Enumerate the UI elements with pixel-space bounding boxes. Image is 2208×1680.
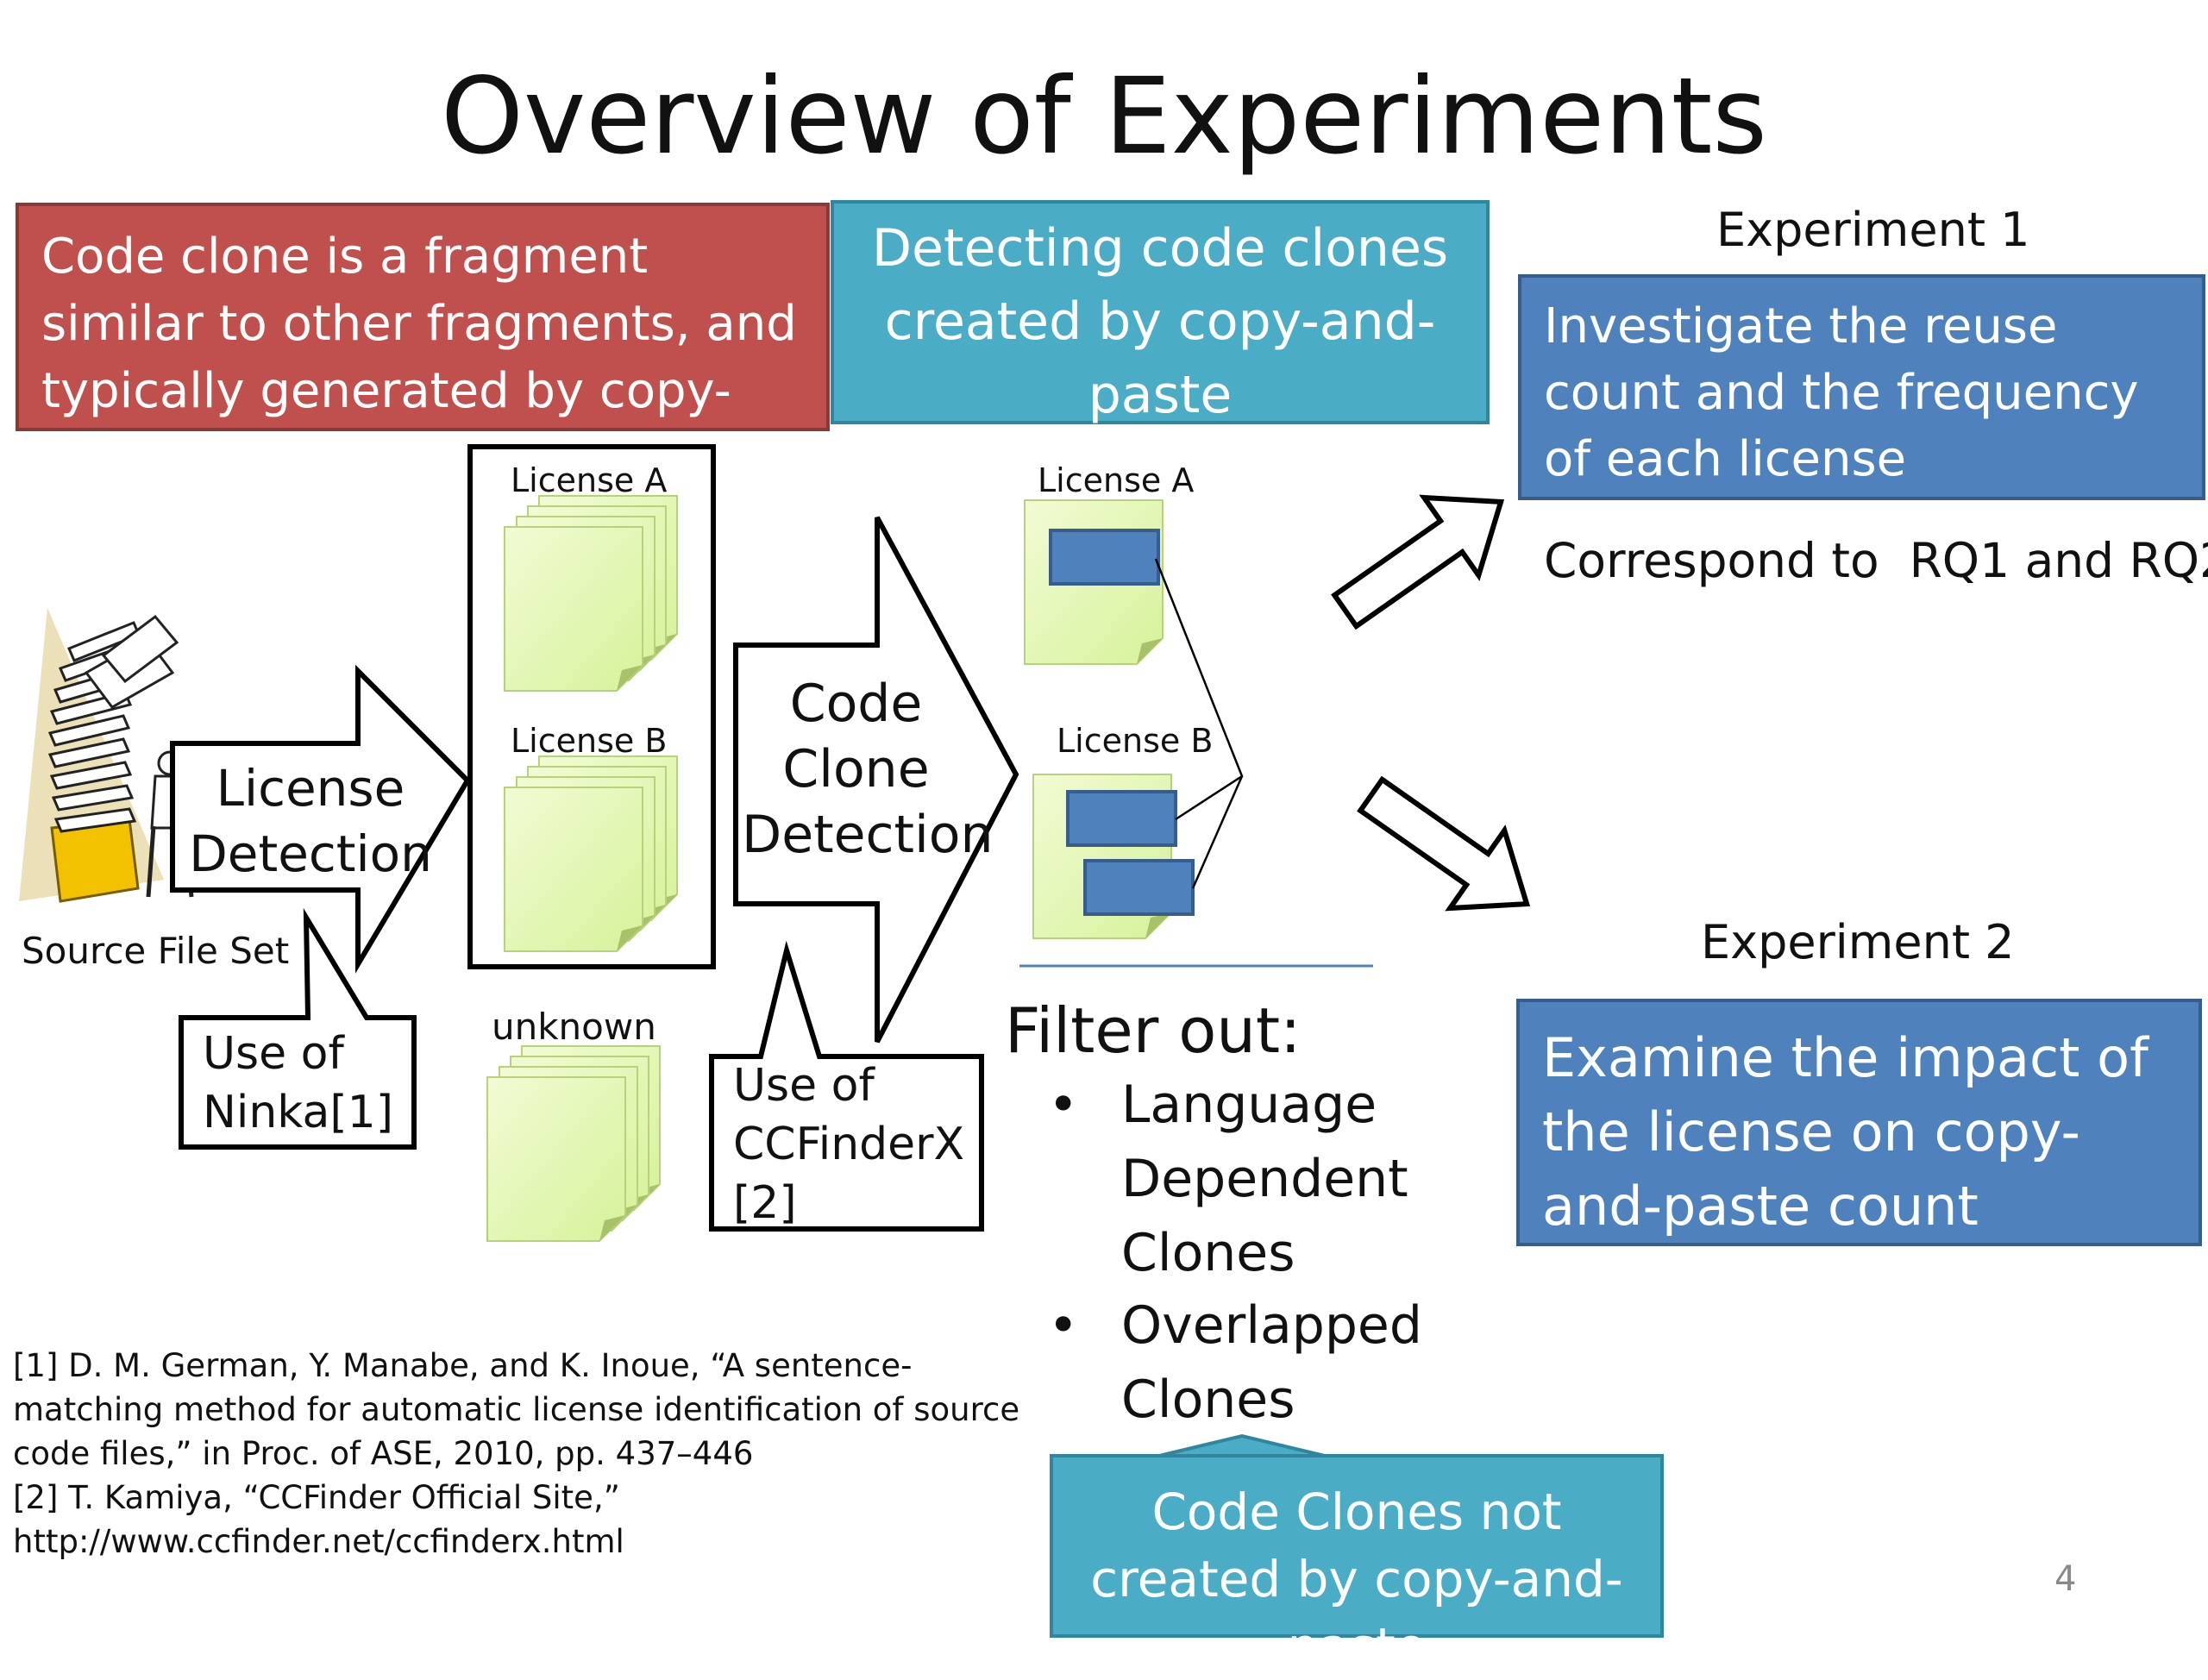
result-license-b-label: License B (1057, 722, 1214, 760)
ccfinder-callout-text: Use of CCFinderX [2] (733, 1060, 965, 1229)
experiment1-note: Correspond to RQ1 and RQ2 (1544, 533, 2208, 588)
page-number: 4 (2054, 1559, 2077, 1599)
experiment2-heading: Experiment 2 (1701, 915, 2015, 969)
license-detection-arrow (170, 664, 471, 974)
experiment1-heading: Experiment 1 (1716, 203, 2030, 257)
filter-heading: Filter out: (1005, 994, 1302, 1067)
clone-fragment-b2 (1083, 859, 1195, 916)
experiment1-text: Investigate the reuse count and the freq… (1544, 298, 2139, 487)
license-detection-label: License Detection (189, 759, 432, 883)
filter-item-1-text: Language Dependent Clones (1121, 1075, 1408, 1283)
filter-item-2: • Overlapped Clones (1048, 1288, 1427, 1437)
arrow-to-experiment2 (1357, 775, 1531, 912)
bullet-2: • (1048, 1295, 1079, 1356)
ccfinder-callout-shape (709, 940, 984, 1232)
clone-link-line-2 (1191, 775, 1244, 889)
experiment1-box: Investigate the reuse count and the freq… (1518, 274, 2205, 500)
goal-text: Detecting code clones created by copy-an… (871, 218, 1449, 425)
page-title: Overview of Experiments (441, 55, 1767, 178)
experiment2-box: Examine the impact of the license on cop… (1516, 999, 2202, 1312)
filter-item-1: • Language Dependent Clones (1048, 1068, 1427, 1290)
experiment2-text: Examine the impact of the license on cop… (1542, 1026, 2148, 1312)
clone-fragment-a (1049, 529, 1160, 586)
unknown-documents-icon (487, 1046, 660, 1241)
unknown-label: unknown (492, 1006, 656, 1048)
ninka-callout-text: Use of Ninka[1] (203, 1028, 394, 1138)
license-a-label: License A (511, 461, 668, 499)
bullet-1: • (1048, 1075, 1079, 1135)
definition-box: Code clone is a fragment similar to othe… (16, 203, 830, 486)
clone-fragment-b1 (1066, 790, 1177, 847)
source-file-set-illustration (19, 608, 194, 903)
filter-item-2-text: Overlapped Clones (1121, 1295, 1422, 1430)
goal-box: Detecting code clones created by copy-an… (831, 200, 1490, 425)
result-license-a-label: License A (1038, 461, 1195, 499)
references: [1] D. M. German, Y. Manabe, and K. Inou… (13, 1344, 1031, 1564)
definition-text: Code clone is a fragment similar to othe… (41, 229, 797, 486)
filter-callout-box: Code Clones not created by copy-and-past… (1050, 1454, 1664, 1676)
code-clone-detection-arrow (733, 516, 1019, 1044)
reference-1: [1] D. M. German, Y. Manabe, and K. Inou… (13, 1347, 1020, 1472)
license-b-label: License B (511, 722, 668, 760)
source-file-set-label: Source File Set (22, 930, 290, 972)
code-clone-detection-label: Code Clone Detection (742, 674, 994, 865)
arrow-to-experiment1 (1331, 494, 1505, 630)
ninka-callout-shape (179, 907, 417, 1150)
reference-2: [2] T. Kamiya, “CCFinder Official Site,”… (13, 1479, 624, 1560)
